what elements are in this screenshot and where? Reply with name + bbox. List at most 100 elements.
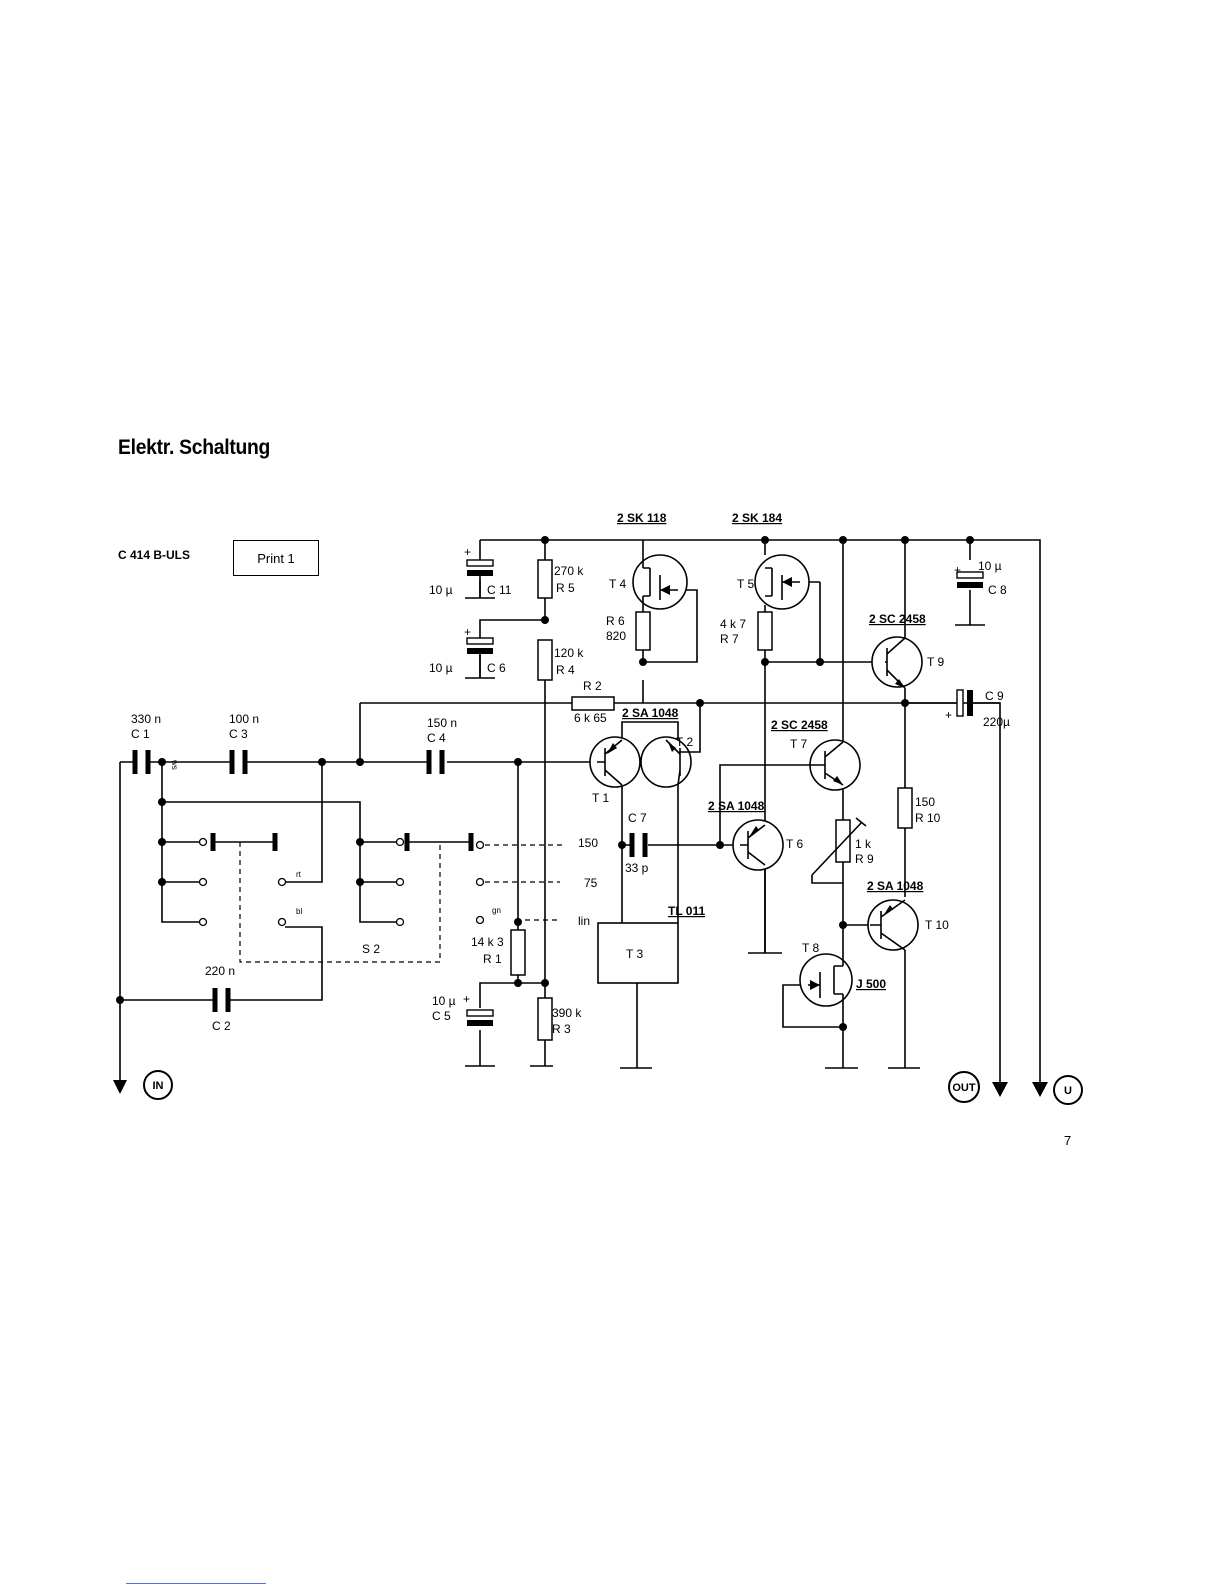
capacitor-c2 — [212, 988, 231, 1012]
u-arrow-icon — [1032, 1082, 1048, 1097]
t2-ref: T 2 — [676, 735, 693, 749]
r5-ref: R 5 — [556, 581, 575, 595]
r6-ref: R 6 — [606, 614, 625, 628]
r7-value: 4 k 7 — [720, 617, 746, 631]
c4-ref: C 4 — [427, 731, 446, 745]
resistor-r2 — [571, 696, 615, 711]
transistor-t9 — [871, 636, 923, 689]
r2-value: 6 k 65 — [574, 711, 607, 725]
r10-ref: R 10 — [915, 811, 941, 825]
resistor-r3 — [537, 997, 553, 1041]
in-arrow-icon — [113, 1080, 127, 1094]
u-terminal — [1053, 1075, 1083, 1105]
t1-t2-type: 2 SA 1048 — [622, 706, 679, 720]
resistors — [510, 559, 913, 1041]
t9-type: 2 SC 2458 — [869, 612, 926, 626]
c7-value: 33 p — [625, 861, 649, 875]
capacitor-c9 — [956, 689, 973, 717]
t4-type: 2 SK 118 — [617, 511, 667, 525]
out-terminal — [948, 1071, 980, 1103]
resistor-r6 — [635, 611, 651, 651]
switch-contacts — [198, 837, 485, 927]
r6-value: 820 — [606, 629, 626, 643]
in-terminal — [143, 1070, 173, 1100]
t7-type: 2 SC 2458 — [771, 718, 828, 732]
r2-ref: R 2 — [583, 679, 602, 693]
switch-links — [239, 842, 565, 963]
capacitor-c3 — [229, 750, 248, 774]
r5-value: 270 k — [554, 564, 584, 578]
print-label: Print 1 — [257, 550, 295, 566]
r1-ref: R 1 — [483, 952, 502, 966]
r4-ref: R 4 — [556, 663, 575, 677]
c8-value: 10 µ — [978, 559, 1002, 573]
c5-value: 10 µ — [432, 994, 456, 1008]
capacitor-c4 — [426, 750, 445, 774]
c9-value: 220µ — [983, 715, 1010, 729]
bottom-rule — [126, 1583, 266, 1584]
capacitor-c8 — [956, 571, 984, 588]
c2-value: 220 n — [205, 964, 235, 978]
t6-type: 2 SA 1048 — [708, 799, 765, 813]
u-terminal-label: U — [1064, 1085, 1072, 1097]
transistors — [589, 554, 923, 1007]
c1-ref: C 1 — [131, 727, 150, 741]
capacitor-c1 — [132, 750, 151, 774]
t3-ref: T 3 — [626, 947, 643, 961]
capacitors — [132, 553, 984, 1026]
r4-value: 120 k — [554, 646, 584, 660]
junction-dots — [116, 536, 974, 1031]
transistor-t8 — [799, 950, 853, 1007]
resistor-r7 — [757, 611, 773, 651]
wire-color-gn: gn — [492, 906, 501, 915]
c3-value: 100 n — [229, 712, 259, 726]
capacitor-c7 — [629, 833, 648, 857]
plus-c8: + — [954, 563, 961, 577]
t7-ref: T 7 — [790, 737, 807, 751]
print-label-box: Print 1 — [233, 540, 319, 576]
switch-pos-150: 150 — [578, 836, 598, 850]
t10-type: 2 SA 1048 — [867, 879, 924, 893]
c1-value: 330 n — [131, 712, 161, 726]
r9-value: 1 k — [855, 837, 872, 851]
r1-value: 14 k 3 — [471, 935, 504, 949]
r3-ref: R 3 — [552, 1022, 571, 1036]
c7-ref: C 7 — [628, 811, 647, 825]
wire-color-ws: ws — [170, 759, 179, 770]
r3-value: 390 k — [552, 1006, 582, 1020]
t10-ref: T 10 — [925, 918, 949, 932]
c5-ref: C 5 — [432, 1009, 451, 1023]
r7-ref: R 7 — [720, 632, 739, 646]
page-title: Elektr. Schaltung — [118, 436, 271, 459]
t5-type: 2 SK 184 — [732, 511, 782, 525]
resistor-r5 — [537, 559, 553, 599]
c8-ref: C 8 — [988, 583, 1007, 597]
switch-pos-75: 75 — [584, 876, 598, 890]
r9-ref: R 9 — [855, 852, 874, 866]
t3-type: TL 011 — [668, 904, 705, 918]
c6-value: 10 µ — [429, 661, 453, 675]
t8-type: J 500 — [856, 977, 886, 991]
terminals: IN OUT U — [113, 1070, 1083, 1105]
capacitor-c5 — [466, 1009, 494, 1026]
transistor-t10 — [867, 899, 919, 951]
transistor-t6 — [732, 819, 784, 871]
t6-ref: T 6 — [786, 837, 803, 851]
plus-c6: + — [464, 625, 471, 639]
transistor-t4 — [632, 554, 688, 610]
s2-ref: S 2 — [362, 942, 380, 956]
ic-t3 — [597, 922, 679, 984]
model-label: C 414 B-ULS — [118, 548, 191, 562]
switch-pos-lin: lin — [578, 914, 590, 928]
capacitor-c6 — [465, 628, 495, 679]
transistor-t2 — [640, 736, 692, 788]
potentiometer-r9 — [811, 817, 867, 876]
plus-c9: + — [945, 708, 952, 722]
resistor-r4 — [537, 639, 553, 681]
r10-value: 150 — [915, 795, 935, 809]
wire-color-rt: rt — [296, 870, 302, 879]
out-terminal-label: OUT — [952, 1082, 976, 1094]
c4-value: 150 n — [427, 716, 457, 730]
wire-color-bl: bl — [296, 907, 302, 916]
c3-ref: C 3 — [229, 727, 248, 741]
